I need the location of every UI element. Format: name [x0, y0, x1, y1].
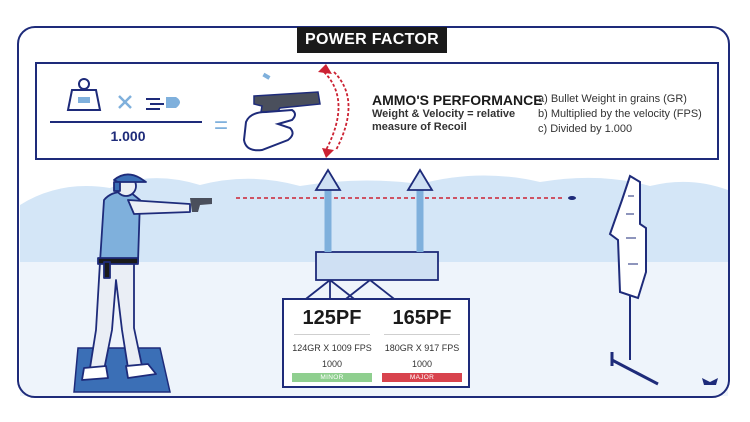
hand-pistol-icon: [242, 72, 321, 152]
divider: [294, 334, 370, 335]
step-b: b) Multiplied by the velocity (FPS): [538, 108, 702, 120]
page-title: POWER FACTOR: [297, 27, 447, 53]
performance-title: AMMO'S PERFORMANCE: [372, 92, 543, 108]
pf-major-value: 165PF: [392, 307, 452, 329]
formula-panel: [35, 62, 719, 160]
formula-denominator: 1.000: [110, 128, 146, 144]
shooter-pistol-icon: [190, 198, 212, 212]
step-a: a) Bullet Weight in grains (GR): [538, 93, 687, 105]
brand-logo-icon: [702, 378, 718, 385]
pf-minor-value: 125PF: [302, 307, 362, 329]
shooter-figure: [81, 173, 191, 381]
chronograph-icon: [301, 168, 439, 303]
pf-major-divisor: 1000: [411, 359, 433, 369]
formula-steps: a) Bullet Weight in grains (GR) b) Multi…: [538, 92, 702, 137]
power-factor-panel: 125PF 124GR X 1009 FPS 1000 MINOR 165PF …: [282, 298, 470, 388]
steel-target-icon: [608, 174, 659, 386]
multiply-icon: [118, 95, 132, 109]
pf-major-detail: 180GR X 917 FPS: [384, 343, 460, 353]
step-c: c) Divided by 1.000: [538, 123, 633, 135]
bullet-icon: [146, 97, 180, 110]
weight-icon: [66, 78, 102, 111]
recoil-arrow-icon: [323, 71, 350, 151]
pf-major-column: 165PF 180GR X 917 FPS 1000 MAJOR: [378, 300, 466, 382]
minor-badge: MINOR: [292, 373, 372, 382]
pf-minor-divisor: 1000: [321, 359, 343, 369]
equals-sign: =: [214, 112, 229, 139]
performance-subtitle: Weight & Velocity = relative measure of …: [372, 108, 516, 133]
divider: [384, 334, 460, 335]
bullet-in-flight-icon: [568, 196, 576, 200]
pf-minor-detail: 124GR X 1009 FPS: [292, 343, 372, 353]
major-badge: MAJOR: [382, 373, 462, 382]
pf-minor-column: 125PF 124GR X 1009 FPS 1000 MINOR: [288, 300, 376, 382]
